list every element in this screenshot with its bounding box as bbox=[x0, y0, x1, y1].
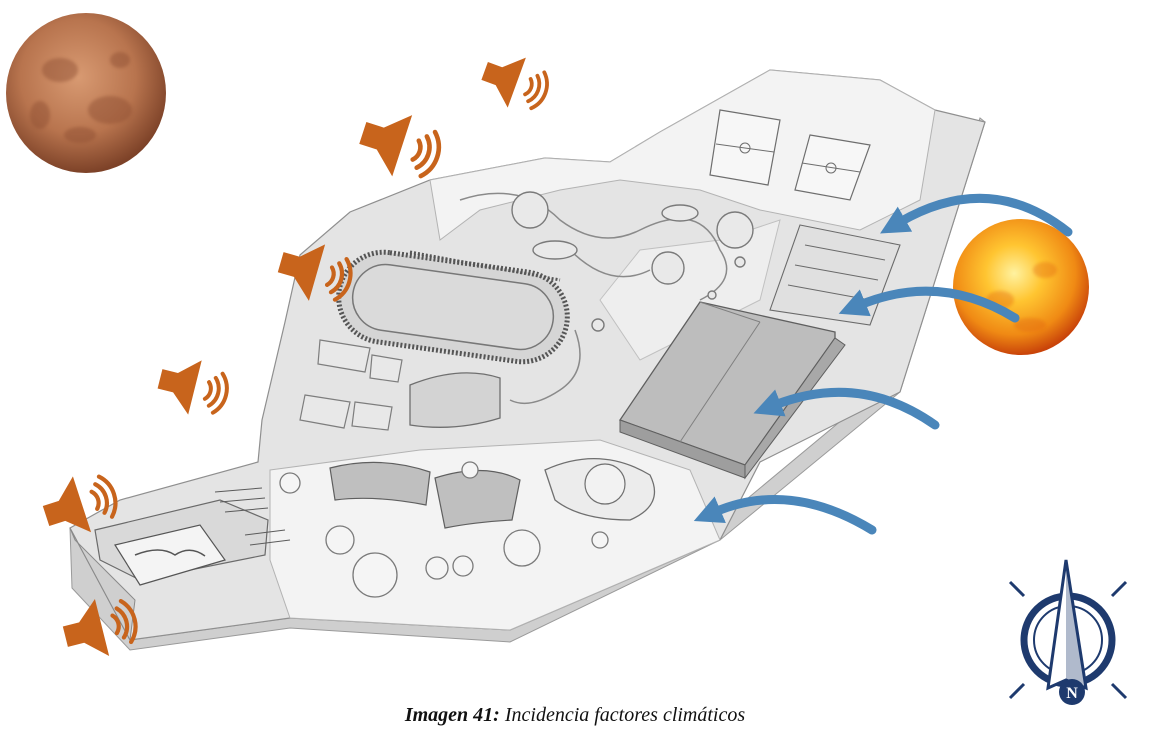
site-model bbox=[70, 70, 985, 650]
sun-icon bbox=[953, 219, 1089, 355]
north-compass-icon: N bbox=[1010, 560, 1126, 705]
caption-label: Imagen 41: bbox=[405, 704, 500, 726]
compass-north-letter: N bbox=[1066, 685, 1078, 702]
figure-caption: Imagen 41: Incidencia factores climático… bbox=[0, 704, 1150, 727]
speaker-icon bbox=[476, 46, 555, 118]
caption-text: Incidencia factores climáticos bbox=[505, 704, 745, 726]
speaker-icon bbox=[353, 102, 447, 187]
moon-icon bbox=[6, 13, 166, 173]
arena-building bbox=[410, 373, 500, 427]
speaker-icon bbox=[153, 352, 233, 423]
